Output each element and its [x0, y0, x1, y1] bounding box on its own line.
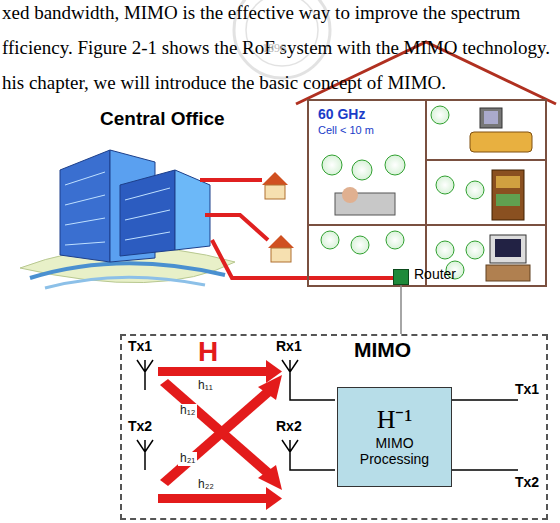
small-houses: [262, 172, 294, 262]
central-office-building: [20, 150, 235, 288]
cell-size-label: Cell < 10 m: [318, 124, 374, 137]
paragraph-line: his chapter, we will introduce the basic…: [2, 72, 446, 94]
frequency-label: 60 GHz: [318, 106, 365, 122]
router-label: Router: [414, 265, 456, 283]
box-text: MIMO Processing: [344, 435, 445, 469]
channel-coefficient: h₁₁: [196, 379, 215, 393]
output-label: Tx2: [515, 474, 539, 490]
antennas: [137, 360, 518, 470]
site-title: Central Office: [100, 108, 225, 130]
channel-coefficient: h₂₂: [196, 478, 216, 492]
channel-matrix: H: [198, 336, 218, 368]
watermark: 1896: [262, 42, 286, 56]
paragraph-line: xed bandwidth, MIMO is the effective way…: [2, 2, 520, 24]
antenna-label: Rx2: [276, 418, 302, 434]
region-title: MIMO: [354, 338, 411, 362]
antenna-label: Rx1: [276, 338, 302, 354]
channel-coefficient: h₂₁: [178, 452, 197, 466]
leader-connector: [400, 285, 402, 334]
antenna-label: Tx1: [128, 338, 152, 354]
router-symbol: [393, 269, 409, 285]
mimo-region: MIMO H⁻¹MIMO Processing: [120, 334, 548, 520]
antenna-label: Tx2: [128, 418, 152, 434]
output-label: Tx1: [515, 381, 539, 397]
channel-arrows: [158, 360, 282, 510]
channel-coefficient: h₁₂: [178, 404, 197, 418]
router-box: Router: [393, 265, 456, 283]
processing-box: H⁻¹MIMO Processing: [337, 387, 452, 487]
matrix-inverse: H⁻¹: [377, 406, 413, 435]
